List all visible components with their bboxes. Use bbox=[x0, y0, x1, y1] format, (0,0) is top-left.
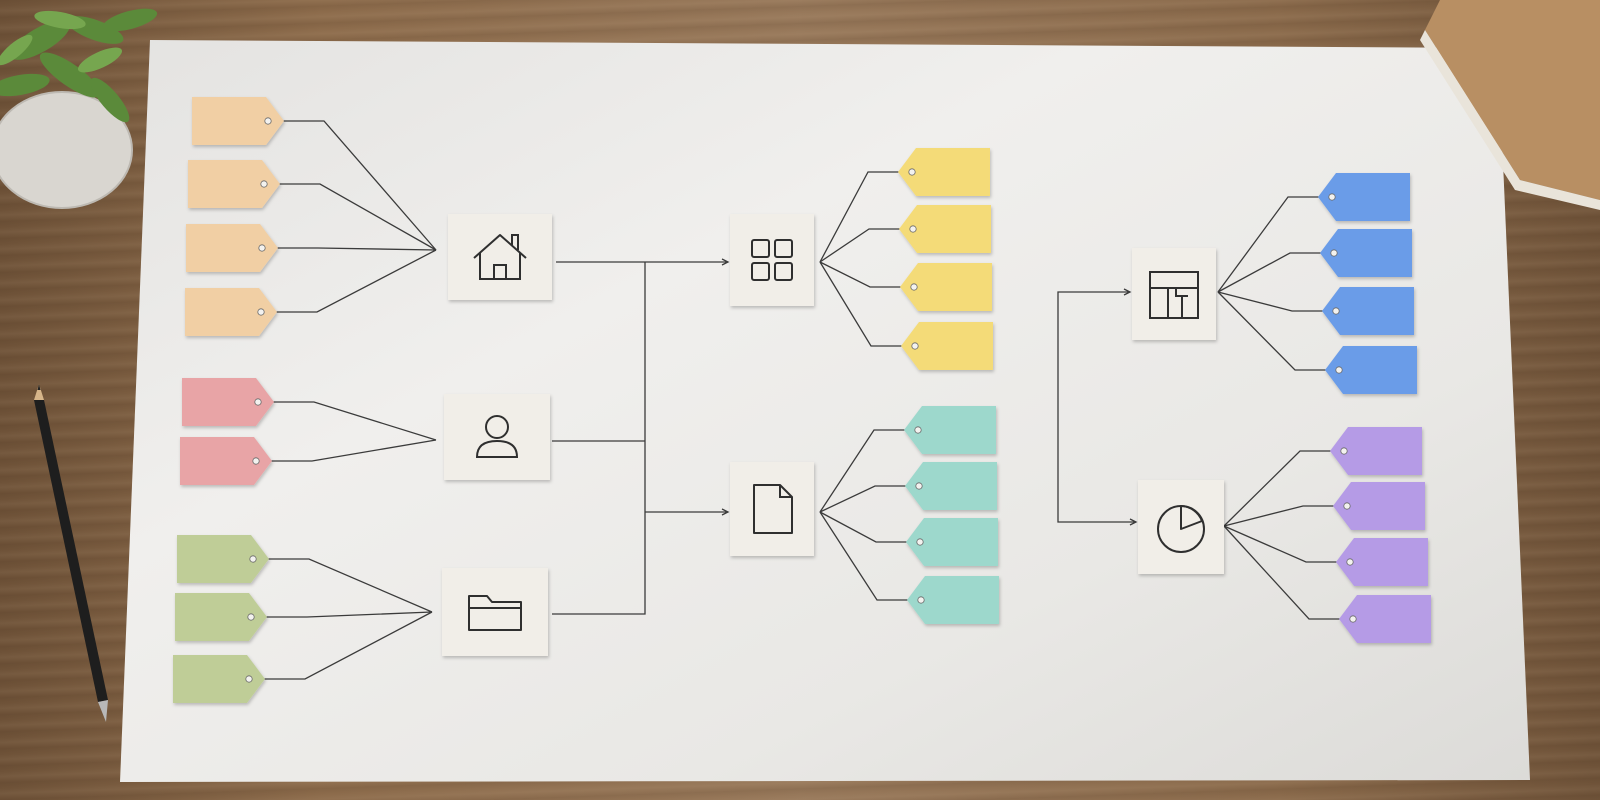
icon-card-layer bbox=[442, 214, 1224, 656]
tag-folder bbox=[173, 655, 265, 703]
tag-connector bbox=[819, 511, 920, 543]
plant-icon bbox=[0, 8, 158, 209]
tag-home bbox=[185, 288, 277, 336]
tag-connector bbox=[819, 171, 912, 263]
tag-pie-chart bbox=[1333, 482, 1425, 530]
tag-home bbox=[188, 160, 280, 208]
arrow-tip bbox=[1123, 288, 1132, 296]
card-user bbox=[444, 394, 550, 480]
tag-connector bbox=[264, 183, 437, 251]
tag-user bbox=[182, 378, 274, 426]
tag-user bbox=[180, 437, 272, 485]
tag-layer bbox=[173, 97, 1431, 703]
tag-connector bbox=[819, 485, 919, 513]
tag-document bbox=[906, 518, 998, 566]
paper-sheet bbox=[120, 40, 1530, 782]
tag-document bbox=[907, 576, 999, 624]
tag-connector bbox=[1217, 291, 1336, 312]
tag-connector bbox=[262, 247, 437, 251]
tag-pie-chart bbox=[1336, 538, 1428, 586]
document-icon bbox=[753, 484, 793, 534]
tag-connector bbox=[819, 511, 921, 601]
home-icon bbox=[473, 234, 527, 280]
tag-folder bbox=[175, 593, 267, 641]
tag-connector bbox=[268, 120, 437, 251]
tag-connector bbox=[1223, 525, 1353, 620]
tag-pie-chart bbox=[1330, 427, 1422, 475]
user-icon bbox=[475, 415, 519, 458]
tag-grid bbox=[898, 148, 990, 196]
tag-layout bbox=[1318, 173, 1410, 221]
arrow-tip bbox=[721, 508, 730, 516]
tag-layout bbox=[1325, 346, 1417, 394]
tag-connector bbox=[1217, 252, 1334, 293]
pencil-icon bbox=[34, 384, 108, 722]
tag-pie-chart bbox=[1339, 595, 1431, 643]
tag-home bbox=[192, 97, 284, 145]
folder-icon bbox=[468, 595, 522, 631]
connector-lines bbox=[249, 120, 1353, 680]
arrow-tip bbox=[1129, 518, 1138, 526]
tag-grid bbox=[901, 322, 993, 370]
card-home bbox=[448, 214, 552, 300]
pie-chart-icon bbox=[1157, 505, 1205, 553]
tag-grid bbox=[900, 263, 992, 311]
tag-connector bbox=[253, 558, 433, 613]
card-folder bbox=[442, 568, 548, 656]
tag-connector bbox=[1223, 525, 1350, 563]
card-layout bbox=[1132, 248, 1216, 340]
tag-connector bbox=[819, 261, 914, 288]
tag-layout bbox=[1322, 287, 1414, 335]
trunk-connector bbox=[552, 262, 646, 615]
tag-grid bbox=[899, 205, 991, 253]
tag-connector bbox=[261, 249, 437, 313]
tag-connector bbox=[1217, 196, 1332, 293]
arrow-tip bbox=[721, 258, 730, 266]
trunk-connector bbox=[1057, 291, 1136, 523]
tag-connector bbox=[1217, 291, 1339, 371]
tag-connector bbox=[819, 429, 918, 513]
tag-connector bbox=[251, 611, 433, 618]
tag-document bbox=[905, 462, 997, 510]
tag-connector bbox=[1223, 450, 1344, 527]
tag-connector bbox=[819, 228, 913, 263]
card-grid bbox=[730, 214, 814, 306]
tag-connector bbox=[819, 261, 915, 347]
tag-connector bbox=[1223, 505, 1347, 527]
card-pie-chart bbox=[1138, 480, 1224, 574]
layout-icon bbox=[1149, 271, 1199, 319]
tag-layout bbox=[1320, 229, 1412, 277]
notebook-icon bbox=[1420, 0, 1600, 210]
tag-connector bbox=[258, 401, 437, 441]
card-document bbox=[730, 462, 814, 556]
tag-folder bbox=[177, 535, 269, 583]
tag-document bbox=[904, 406, 996, 454]
grid-icon bbox=[751, 239, 793, 281]
tag-home bbox=[186, 224, 278, 272]
tag-connector bbox=[256, 439, 437, 462]
tag-connector bbox=[249, 611, 433, 680]
